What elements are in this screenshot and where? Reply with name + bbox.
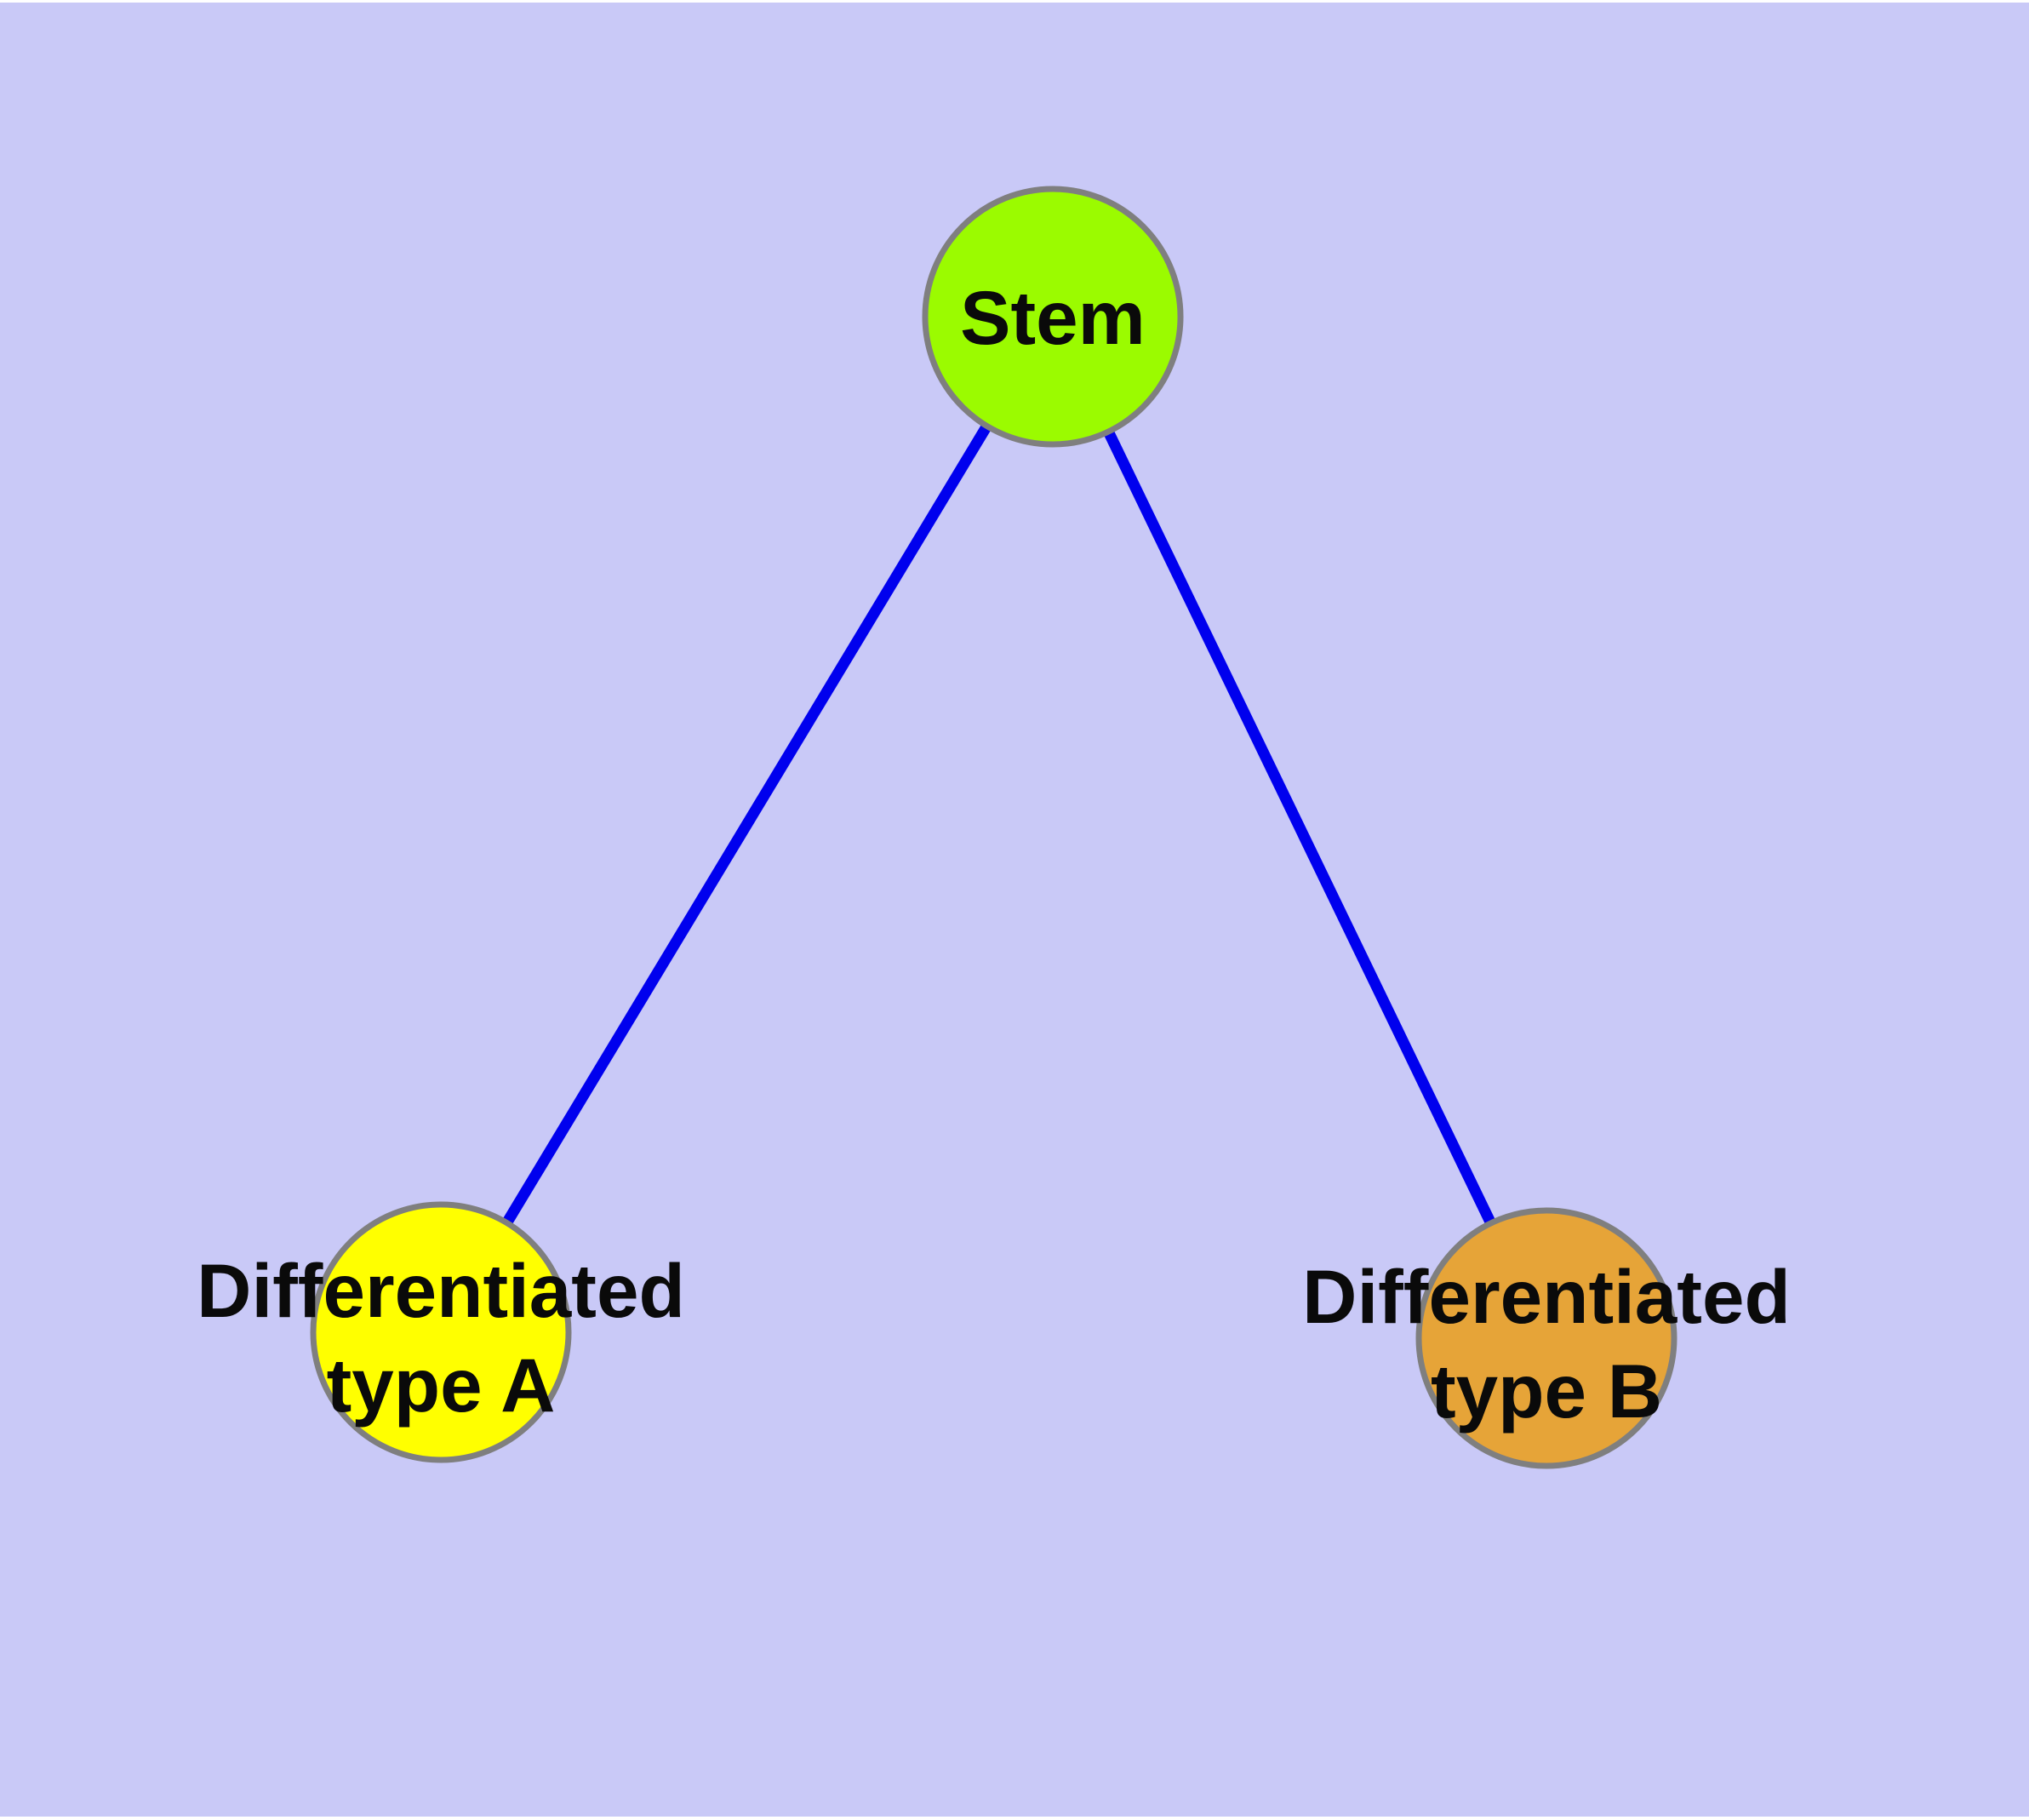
node-type-b-label-line1: Differentiated xyxy=(1302,1254,1791,1339)
bottom-margin-strip xyxy=(0,1817,2029,1820)
node-type-b-label-line2: type B xyxy=(1431,1348,1662,1434)
node-type-b-circle xyxy=(1415,1207,1677,1469)
top-margin-strip xyxy=(0,0,2029,3)
node-type-a-circle xyxy=(310,1201,572,1463)
edge-stem-to-type-b xyxy=(1048,314,1552,1341)
edge-stem-to-type-a xyxy=(436,313,1058,1336)
node-type-a-label-line1: Differentiated xyxy=(197,1248,685,1333)
node-stem-circle xyxy=(922,186,1184,448)
node-stem-label: Stem xyxy=(960,275,1146,360)
node-type-a-label-line2: type A xyxy=(327,1342,556,1428)
